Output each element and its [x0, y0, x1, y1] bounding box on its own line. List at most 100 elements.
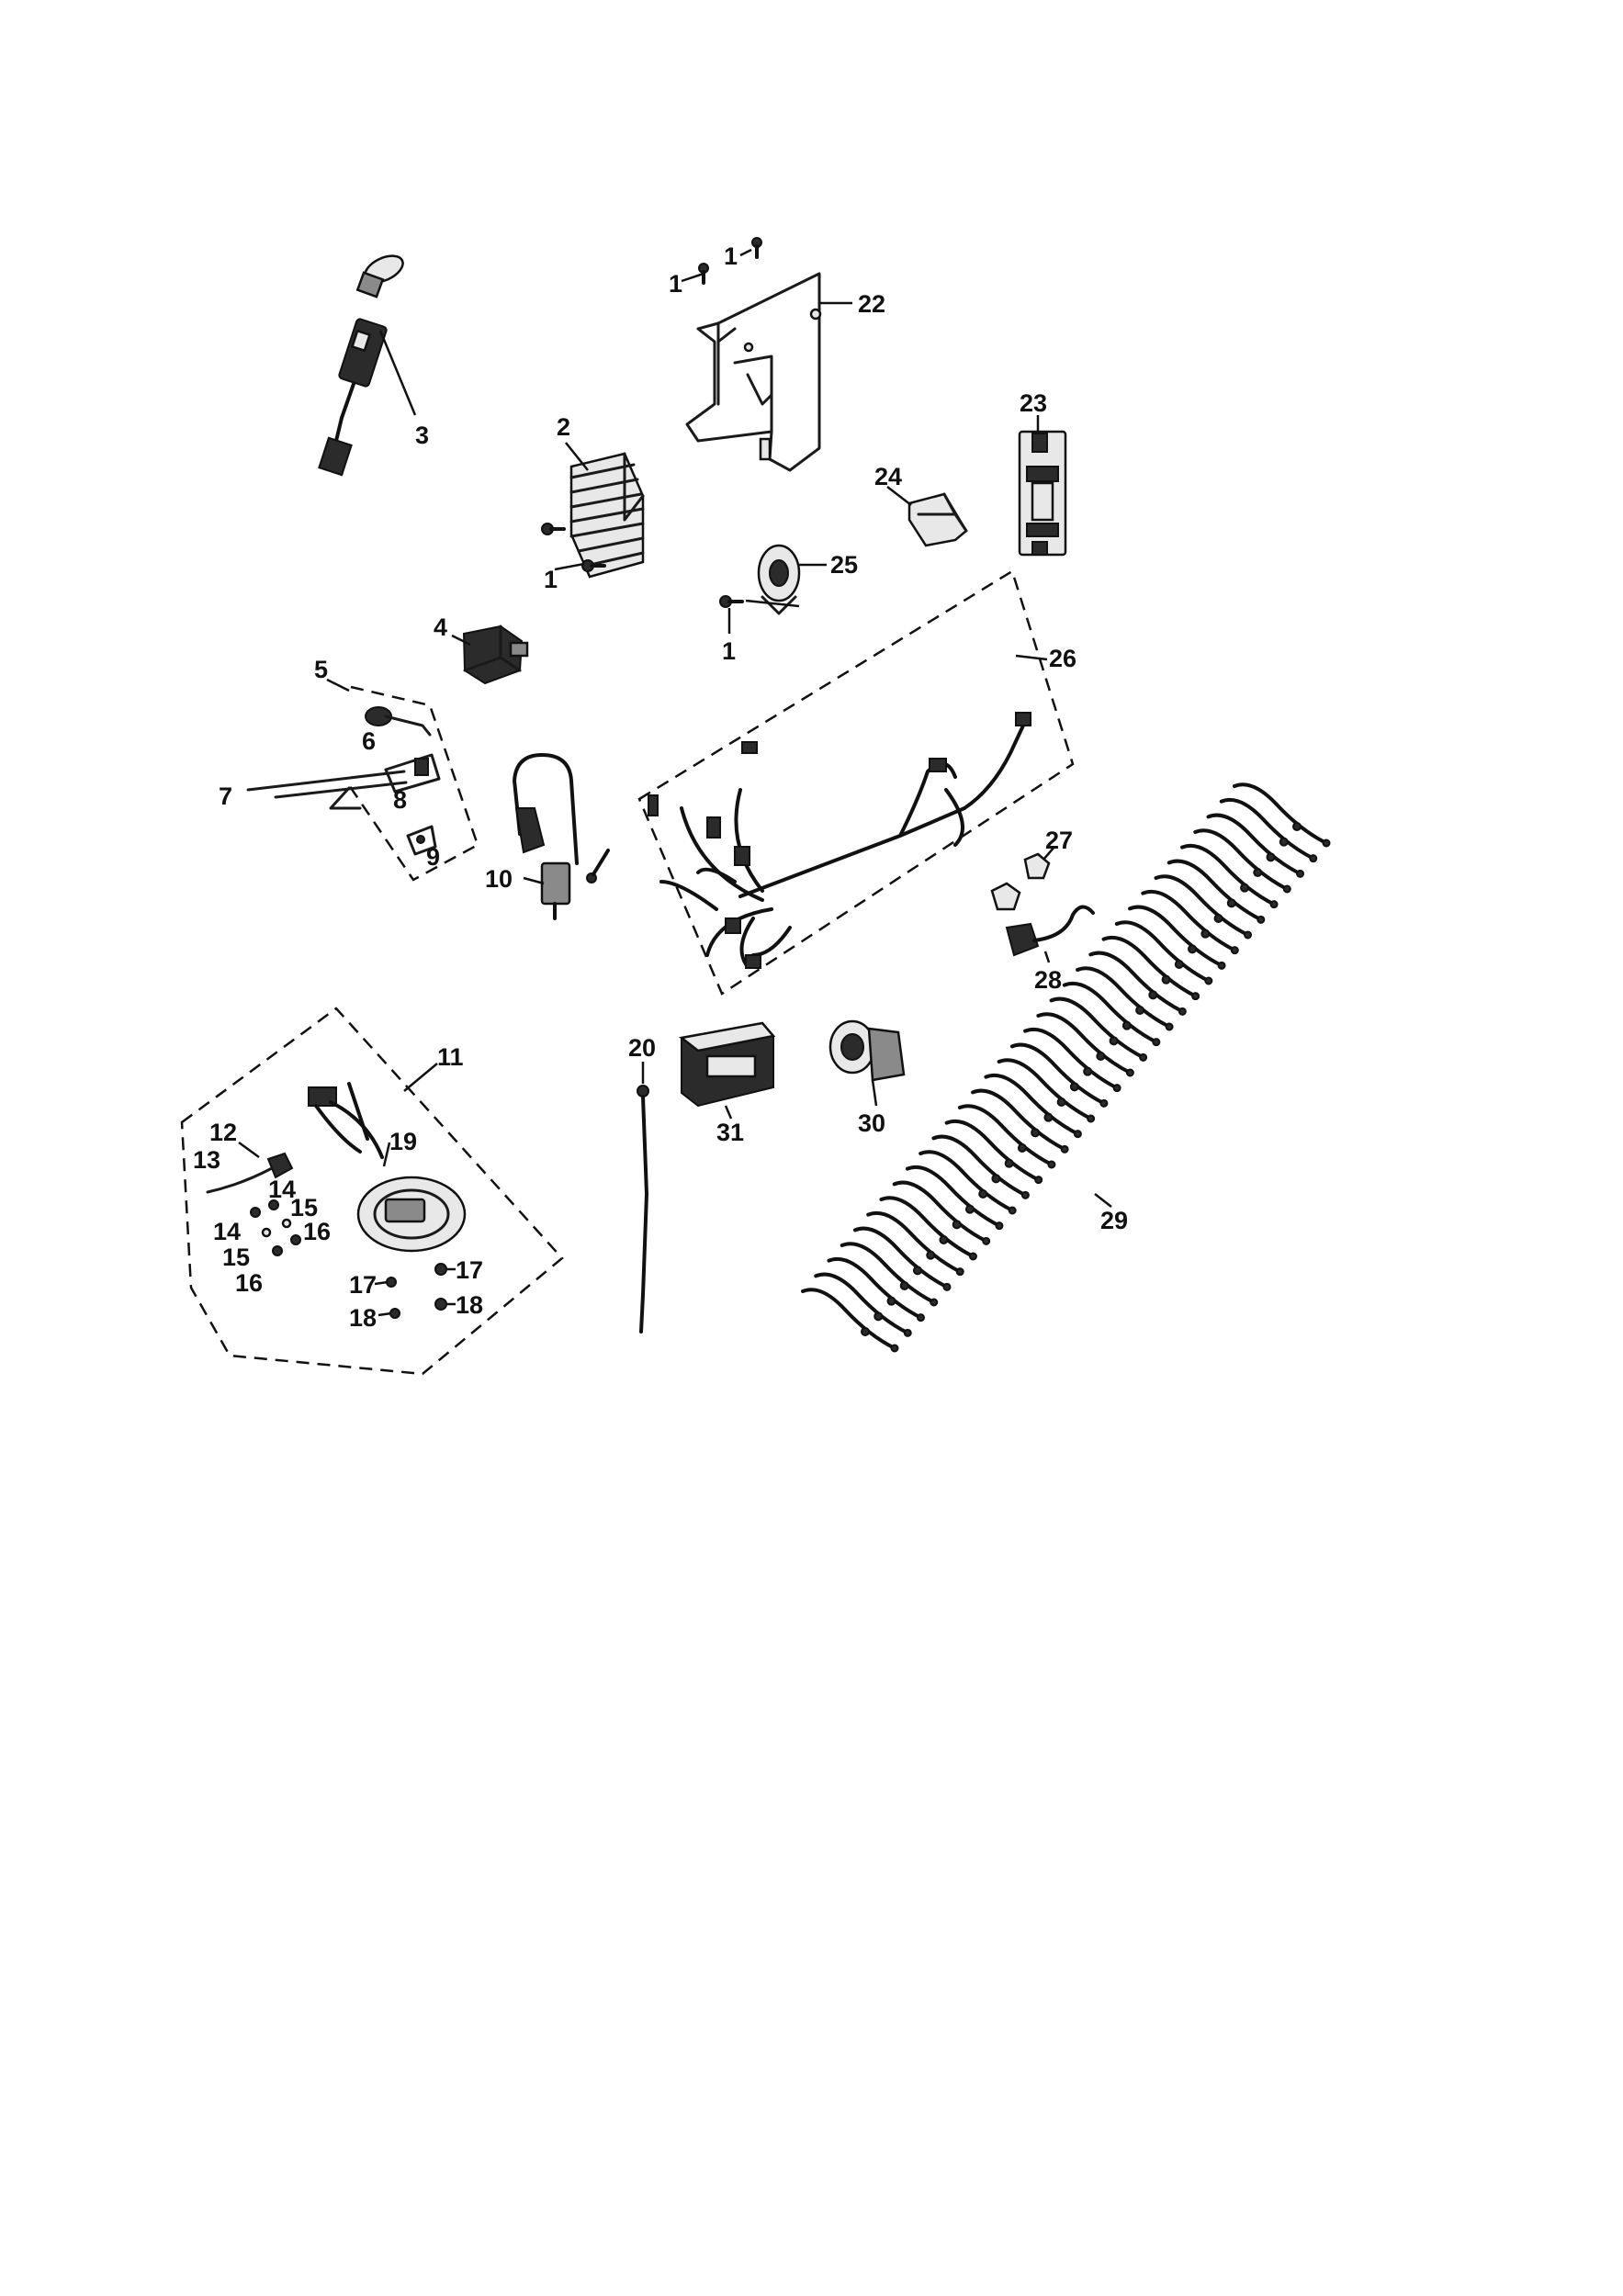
wire-terminal — [1047, 1160, 1056, 1169]
wire-terminal — [916, 1313, 925, 1322]
callout-3: 3 — [415, 422, 429, 449]
part-11-stator-group — [180, 1007, 564, 1376]
wire-terminal — [1191, 992, 1200, 1001]
wire-strip — [1076, 966, 1172, 1029]
wire-terminal — [886, 1296, 896, 1306]
wire-terminal — [1112, 1084, 1121, 1093]
wire-terminal — [899, 1281, 909, 1290]
wire-strip — [1101, 935, 1198, 998]
wire-terminal — [1266, 852, 1276, 862]
wire-strip — [1167, 859, 1263, 922]
wire-terminal — [1139, 1052, 1148, 1062]
wire-strip — [1036, 1012, 1133, 1075]
wire-terminal — [1073, 1130, 1082, 1139]
part-3-ignition-switch — [318, 254, 417, 477]
wire-terminal — [1121, 1020, 1132, 1030]
wire-terminal — [964, 1204, 975, 1214]
callout-1-a: 1 — [669, 270, 682, 298]
wire-strip — [919, 1150, 1015, 1212]
wire-strip — [1009, 1042, 1106, 1106]
wire-terminal — [903, 1328, 912, 1337]
wire-terminal — [1056, 1097, 1066, 1107]
wire-strip — [1193, 828, 1290, 891]
wire-terminal — [1125, 1068, 1134, 1077]
part-25-horn — [719, 544, 827, 634]
callout-23: 23 — [1020, 389, 1047, 417]
wire-terminal — [955, 1267, 964, 1277]
wire-strip — [997, 1058, 1093, 1120]
wire-strip — [1023, 1027, 1120, 1090]
part-5-switch-group — [246, 678, 479, 882]
callout-13: 13 — [193, 1146, 220, 1174]
part-2-regulator-rectifier — [541, 442, 645, 579]
callout-15-a: 15 — [290, 1194, 318, 1221]
part-4-relay — [451, 625, 529, 685]
part-31-battery — [679, 1021, 776, 1120]
wire-strip — [852, 1226, 949, 1289]
wire-terminal — [1257, 915, 1266, 924]
callout-4: 4 — [434, 613, 447, 641]
part-29-wire-array — [801, 782, 1331, 1353]
wire-strip — [1233, 782, 1328, 845]
part-26-wiring-harness — [637, 569, 1075, 996]
part-30-grommet — [828, 1019, 906, 1107]
callout-24: 24 — [874, 463, 902, 490]
callout-17-b: 17 — [456, 1256, 483, 1284]
wire-strip — [866, 1210, 963, 1274]
wire-terminal — [1174, 960, 1184, 969]
wire-strip — [827, 1256, 923, 1320]
wire-strip — [905, 1165, 1001, 1228]
wire-terminal — [1204, 976, 1213, 985]
wire-strip — [1114, 920, 1211, 983]
callout-16-a: 16 — [303, 1218, 331, 1245]
wire-terminal — [1226, 898, 1236, 908]
wire-terminal — [1031, 1128, 1041, 1138]
wire-terminal — [1069, 1082, 1079, 1092]
callout-14-a: 14 — [268, 1176, 296, 1203]
wire-terminal — [1099, 1098, 1109, 1108]
wire-terminal — [861, 1327, 870, 1336]
wire-terminal — [1217, 961, 1226, 970]
callout-31: 31 — [716, 1119, 744, 1146]
wire-terminal — [939, 1235, 949, 1244]
wire-strip — [971, 1088, 1067, 1152]
callout-1-c: 1 — [544, 566, 558, 593]
callout-1-d: 1 — [722, 637, 736, 665]
wire-terminal — [1017, 1143, 1027, 1153]
wire-strip — [1062, 981, 1158, 1044]
wire-strip — [1206, 813, 1302, 876]
wire-terminal — [1161, 974, 1171, 985]
wire-terminal — [1322, 838, 1331, 848]
wire-strip — [957, 1104, 1054, 1166]
wire-strip — [944, 1119, 1041, 1182]
part-24-relay — [886, 486, 968, 547]
wire-strip — [1154, 874, 1250, 937]
wire-strip — [1128, 905, 1224, 968]
part-20-cable-tie — [637, 1062, 649, 1334]
wire-terminal — [1043, 1112, 1054, 1122]
wire-terminal — [1083, 1066, 1093, 1076]
wire-terminal — [1200, 929, 1211, 939]
wire-terminal — [982, 1236, 991, 1245]
wire-strip — [931, 1134, 1028, 1198]
wire-terminal — [1309, 854, 1318, 863]
wire-strip — [840, 1242, 936, 1304]
callout-6: 6 — [362, 727, 376, 755]
wire-terminal — [1096, 1052, 1106, 1061]
wire-terminal — [873, 1311, 884, 1322]
callout-20: 20 — [628, 1034, 656, 1062]
part-22-bracket — [681, 237, 852, 472]
wire-terminal — [1004, 1158, 1014, 1168]
callout-5: 5 — [314, 656, 328, 683]
wire-terminal — [1279, 837, 1289, 847]
callout-18-b: 18 — [456, 1291, 483, 1319]
wire-terminal — [1109, 1036, 1119, 1046]
wire-terminal — [930, 1298, 939, 1307]
wire-terminal — [1008, 1206, 1017, 1215]
wire-strip — [1219, 797, 1315, 861]
callout-1-b: 1 — [724, 242, 738, 270]
wire-strip — [1180, 843, 1277, 906]
callout-10: 10 — [485, 865, 513, 893]
wire-terminal — [1178, 1007, 1187, 1016]
